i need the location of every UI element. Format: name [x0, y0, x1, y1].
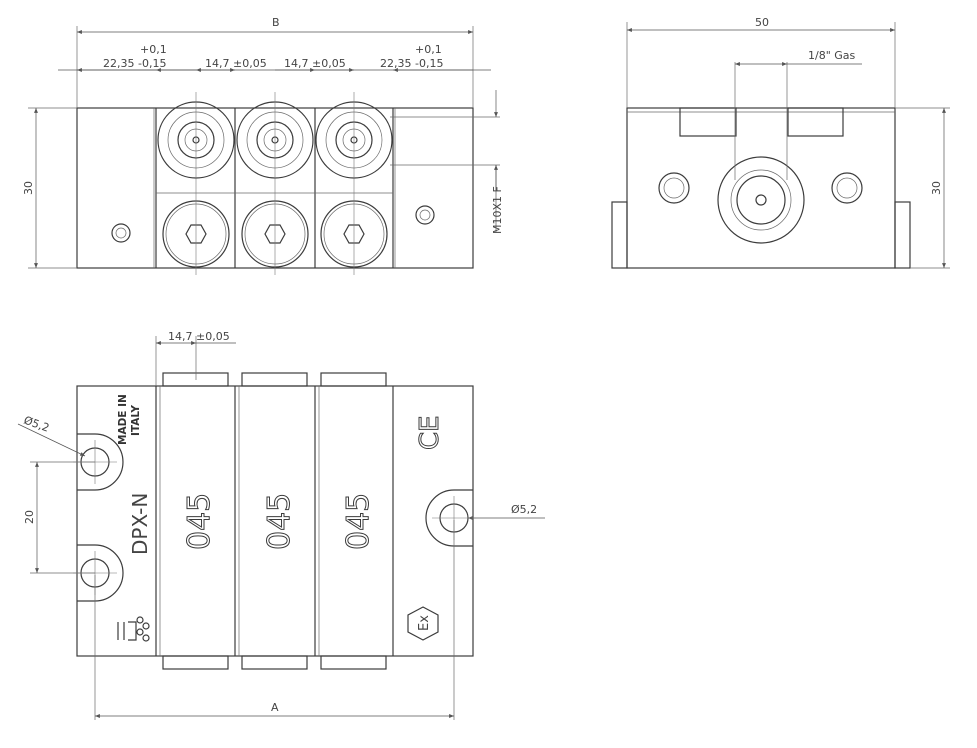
dim-14-bottom: 14,7 ±0,05 — [168, 330, 230, 343]
inlet-port — [717, 156, 805, 244]
dim-22-right: 22,35 -0,15 — [380, 57, 443, 70]
tol-plus-left: +0,1 — [140, 43, 167, 56]
side-bolt-right — [415, 205, 435, 225]
dim-14-1: 14,7 ±0,05 — [205, 57, 267, 70]
side-bolt-left — [111, 223, 131, 243]
dim-a: A — [271, 701, 279, 714]
mark-ce: CE — [415, 415, 445, 450]
dim-gas: 1/8" Gas — [808, 49, 856, 62]
top-view: MADE IN ITALY DPX-N 045 045 045 CE Ex — [76, 372, 474, 670]
dim-20: 20 — [23, 510, 36, 524]
manufacturer-logo-icon — [117, 616, 150, 642]
tol-plus-right: +0,1 — [415, 43, 442, 56]
top-dimensions: 14,7 ±0,05 Ø5,2 20 Ø5,2 A — [17, 330, 545, 720]
mark-code-2: 045 — [262, 493, 297, 550]
dim-30-left: 30 — [22, 181, 35, 195]
mark-code-1: 045 — [182, 493, 217, 550]
side-hole-right — [831, 172, 863, 204]
mark-model: DPX-N — [128, 493, 152, 555]
mark-italy: ITALY — [130, 405, 142, 436]
mark-ex: Ex — [417, 615, 432, 631]
front-view — [76, 92, 474, 275]
dim-thread: M10X1 F — [491, 186, 504, 234]
side-hole-left — [658, 172, 690, 204]
dim-30-right: 30 — [930, 181, 943, 195]
slot-left — [679, 107, 737, 137]
dim-dia-right: Ø5,2 — [511, 503, 537, 516]
slot-right — [787, 107, 844, 137]
mark-code-3: 045 — [341, 493, 376, 550]
dim-50: 50 — [755, 16, 769, 29]
mark-made-in: MADE IN — [117, 394, 129, 445]
front-dimensions: B +0,1 22,35 -0,15 14,7 ±0,05 14,7 ±0,05… — [22, 16, 504, 269]
side-dimensions: 50 1/8" Gas 30 — [626, 16, 950, 269]
dim-b: B — [272, 16, 280, 29]
dim-dia-left: Ø5,2 — [22, 414, 51, 435]
ex-hexagon-icon: Ex — [407, 606, 439, 641]
dim-22-left: 22,35 -0,15 — [103, 57, 166, 70]
side-view — [611, 107, 911, 269]
dim-14-2: 14,7 ±0,05 — [284, 57, 346, 70]
